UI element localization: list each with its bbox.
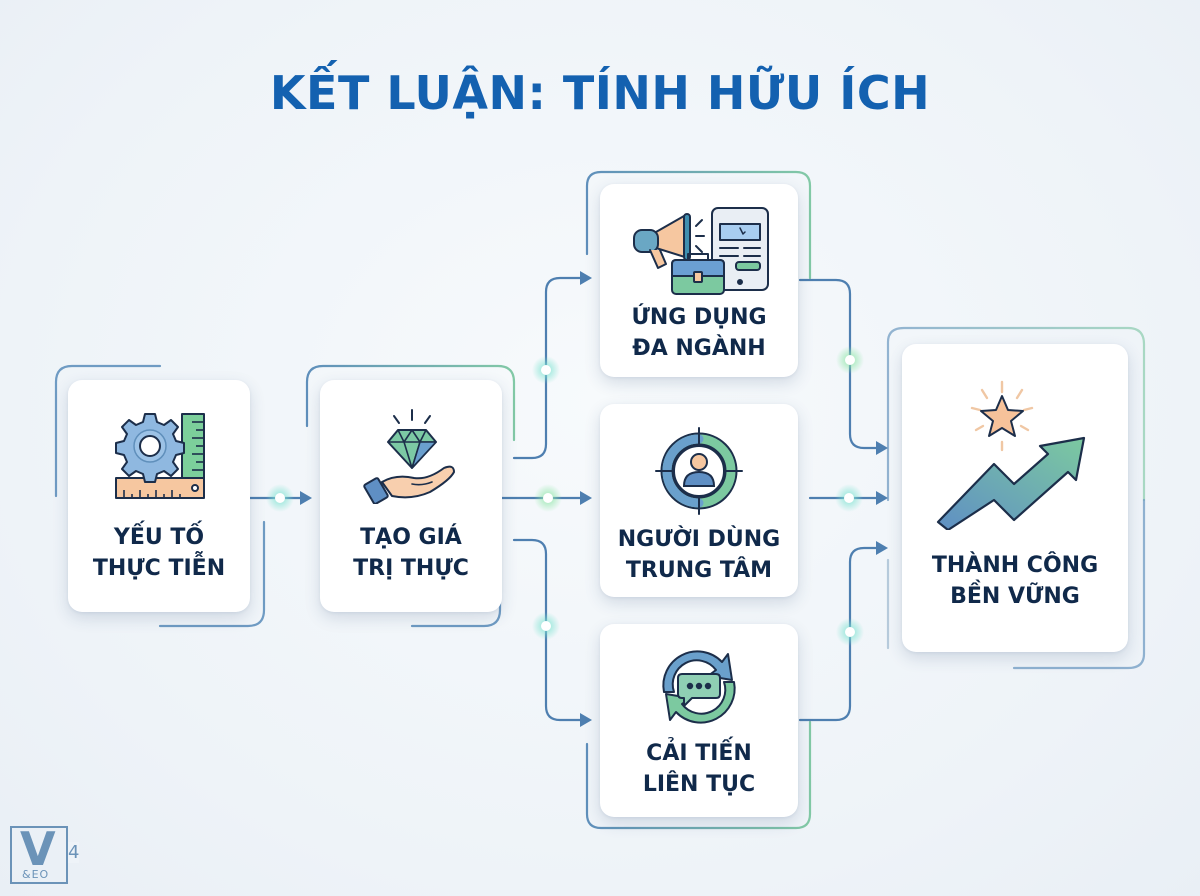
node-label-line2: BỀN VỮNG bbox=[950, 584, 1080, 609]
node-user-centric: NGƯỜI DÙNG TRUNG TÂM bbox=[600, 404, 798, 597]
logo-number: 4 bbox=[68, 842, 80, 863]
gear-ruler-icon bbox=[115, 413, 205, 499]
refresh-chat-icon bbox=[662, 650, 736, 724]
page-title: KẾT LUẬN: TÍNH HỮU ÍCH bbox=[269, 66, 931, 120]
node-multi-industry: ỨNG DỤNG ĐA NGÀNH bbox=[600, 184, 798, 377]
node-label-line2: TRỊ THỰC bbox=[353, 556, 469, 581]
node-label-line1: YẾU TỐ bbox=[113, 525, 205, 550]
node-label-line2: ĐA NGÀNH bbox=[632, 336, 766, 361]
node-label-line1: TẠO GIÁ bbox=[360, 525, 462, 550]
logo-letter: V bbox=[20, 822, 56, 876]
logo-subtext: &EO bbox=[22, 868, 50, 881]
node-label-line2: LIÊN TỤC bbox=[642, 772, 756, 797]
star-growth-arrow-icon bbox=[936, 380, 1086, 530]
megaphone-briefcase-tablet-icon bbox=[633, 207, 769, 295]
node-sustainable-success: THÀNH CÔNG BỀN VỮNG bbox=[902, 344, 1128, 652]
brand-logo: V 4 &EO bbox=[10, 822, 80, 884]
node-label-line1: ỨNG DỤNG bbox=[631, 305, 767, 330]
user-target-icon bbox=[655, 427, 743, 515]
node-continuous-improvement: CẢI TIẾN LIÊN TỤC bbox=[600, 624, 798, 817]
node-create-real-value: TẠO GIÁ TRỊ THỰC bbox=[320, 380, 502, 612]
node-label-line1: NGƯỜI DÙNG bbox=[617, 527, 781, 552]
node-label-line2: THỰC TIỄN bbox=[92, 556, 226, 581]
diamond-hand-icon bbox=[363, 409, 455, 504]
node-label-line1: THÀNH CÔNG bbox=[931, 553, 1099, 578]
node-label-line2: TRUNG TÂM bbox=[625, 558, 773, 583]
node-practical-factors: YẾU TỐ THỰC TIỄN bbox=[68, 380, 250, 612]
node-label-line1: CẢI TIẾN bbox=[646, 741, 752, 766]
